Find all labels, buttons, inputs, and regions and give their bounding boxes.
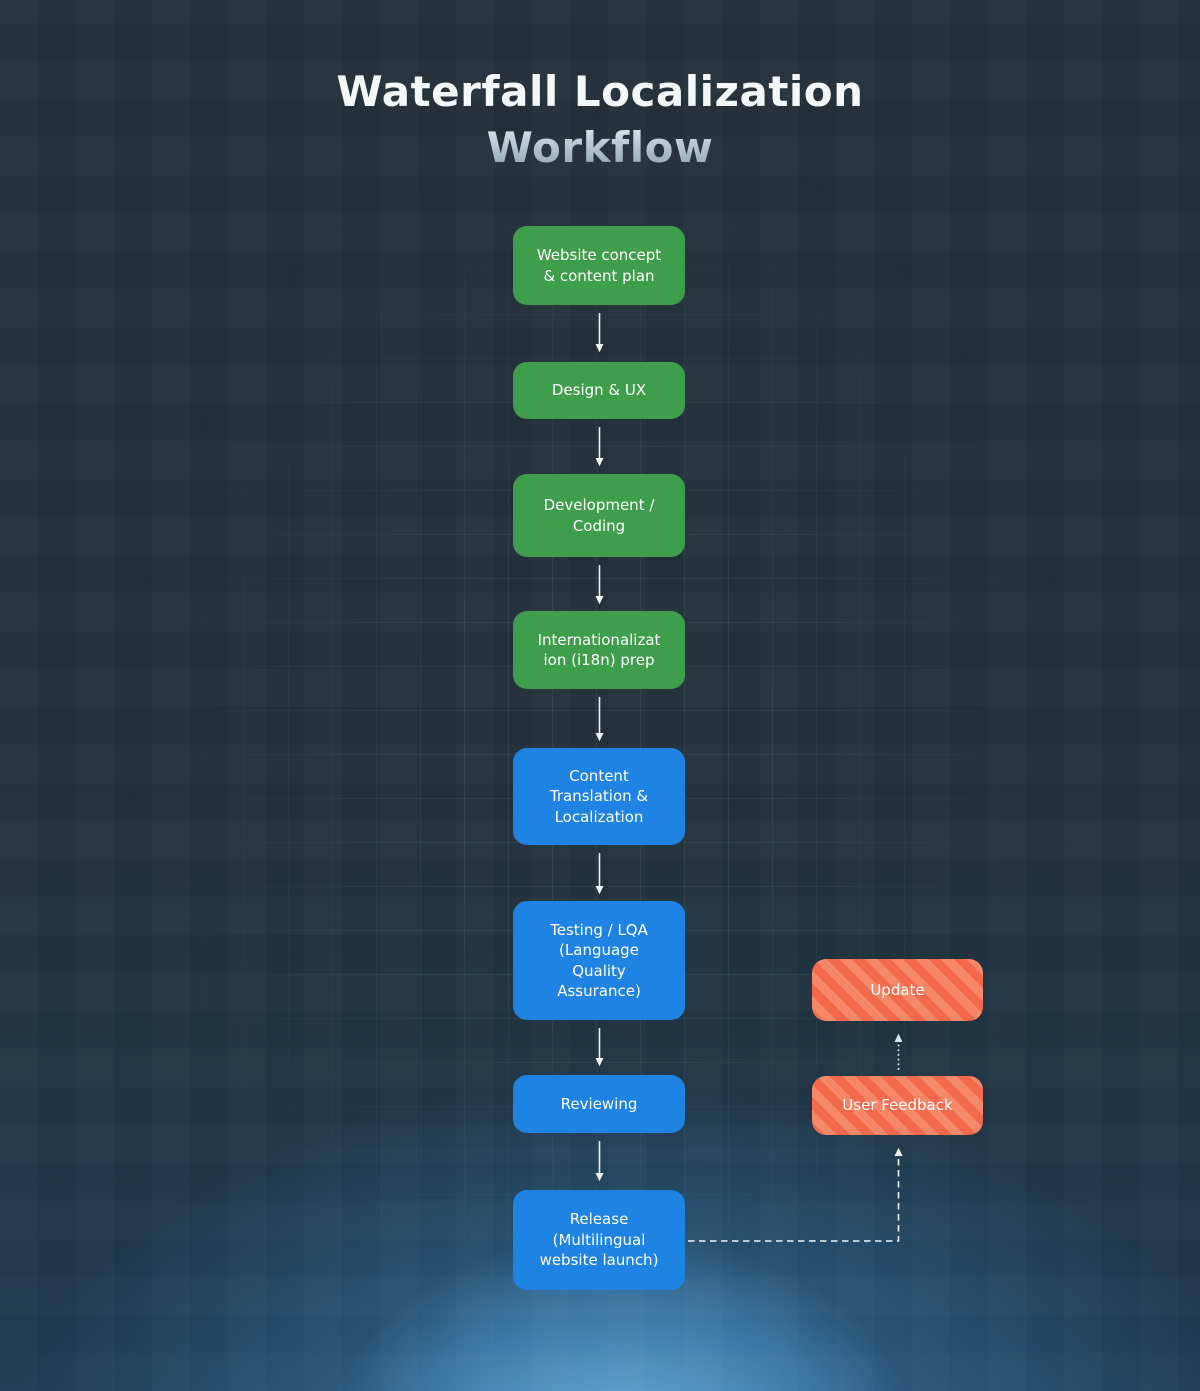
node-development-coding-label: Development / Coding	[543, 496, 655, 535]
node-content-translation: Content Translation & Localization	[513, 748, 685, 845]
node-reviewing-label: Reviewing	[560, 1094, 638, 1113]
node-website-concept-label: Website concept & content plan	[536, 246, 662, 285]
node-i18n-prep-label: Internationalizat ion (i18n) prep	[537, 630, 661, 669]
node-update: Update	[812, 959, 983, 1021]
node-testing-lqa-label: Testing / LQA (Language Quality Assuranc…	[550, 920, 648, 1000]
node-content-translation-label: Content Translation & Localization	[549, 766, 649, 826]
node-design-ux-label: Design & UX	[551, 381, 647, 400]
node-reviewing: Reviewing	[513, 1075, 685, 1133]
node-development-coding: Development / Coding	[513, 474, 685, 557]
dashed-arrow-release-to-user-feedback	[688, 1147, 903, 1242]
node-website-concept: Website concept & content plan	[513, 226, 685, 305]
node-release-label: Release (Multilingual website launch)	[539, 1210, 659, 1270]
node-release: Release (Multilingual website launch)	[513, 1190, 685, 1290]
page-title-line1: Waterfall Localization	[336, 67, 864, 116]
node-design-ux: Design & UX	[513, 362, 685, 419]
node-testing-lqa: Testing / LQA (Language Quality Assuranc…	[513, 901, 685, 1020]
page-title: Waterfall Localization Workflow	[0, 64, 1200, 176]
page-title-line2: Workflow	[0, 120, 1200, 176]
node-user-feedback-label: User Feedback	[842, 1096, 953, 1115]
node-update-label: Update	[870, 980, 925, 999]
node-i18n-prep: Internationalizat ion (i18n) prep	[513, 611, 685, 689]
node-user-feedback: User Feedback	[812, 1076, 983, 1135]
